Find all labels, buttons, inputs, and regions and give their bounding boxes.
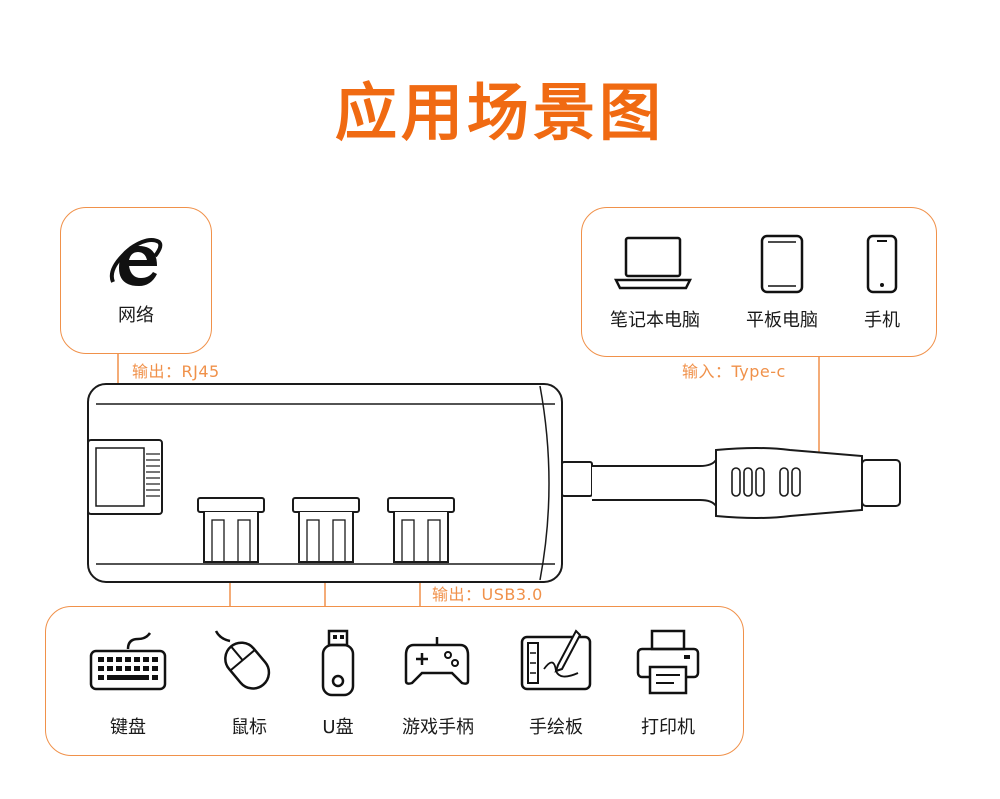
input-typec-label: 输入：Type-c [682, 362, 786, 381]
drawing-tablet-icon [520, 629, 592, 691]
usb-ports [197, 497, 455, 563]
usb-device-label-drawing-tablet: 手绘板 [529, 717, 583, 738]
keyboard-icon [89, 632, 167, 691]
network-box: 网络 [60, 207, 212, 354]
internet-explorer-icon [109, 238, 163, 286]
device-label-phone: 手机 [864, 310, 900, 331]
output-usb-label: 输出：USB3.0 [432, 585, 543, 604]
output-rj45-label: 输出：RJ45 [132, 362, 220, 381]
usb-port-2 [292, 497, 360, 563]
usb-device-label-keyboard: 键盘 [110, 717, 146, 738]
page-title: 应用场景图 [334, 76, 665, 149]
tablet-icon [760, 234, 804, 294]
usb-device-label-gamepad: 游戏手柄 [402, 717, 474, 738]
input-devices-box: 笔记本电脑 平板电脑 手机 [581, 207, 937, 357]
usb-device-label-udisk: U盘 [322, 717, 354, 738]
device-label-laptop: 笔记本电脑 [610, 310, 700, 331]
phone-icon [866, 234, 898, 294]
typec-cable [561, 447, 901, 519]
usb-port-3 [387, 497, 455, 563]
mouse-icon [214, 630, 271, 690]
usb-port-1 [197, 497, 265, 563]
usb-device-label-mouse: 鼠标 [231, 717, 267, 738]
network-label: 网络 [118, 305, 154, 326]
usb-device-label-printer: 打印机 [641, 717, 695, 738]
gamepad-icon [404, 637, 470, 685]
usb-drive-icon [321, 629, 355, 697]
laptop-icon [614, 236, 692, 290]
printer-icon [636, 629, 700, 695]
usb-devices-box: 键盘 鼠标 U盘 游戏手柄 手绘板 [45, 606, 744, 756]
device-label-tablet: 平板电脑 [746, 310, 818, 331]
